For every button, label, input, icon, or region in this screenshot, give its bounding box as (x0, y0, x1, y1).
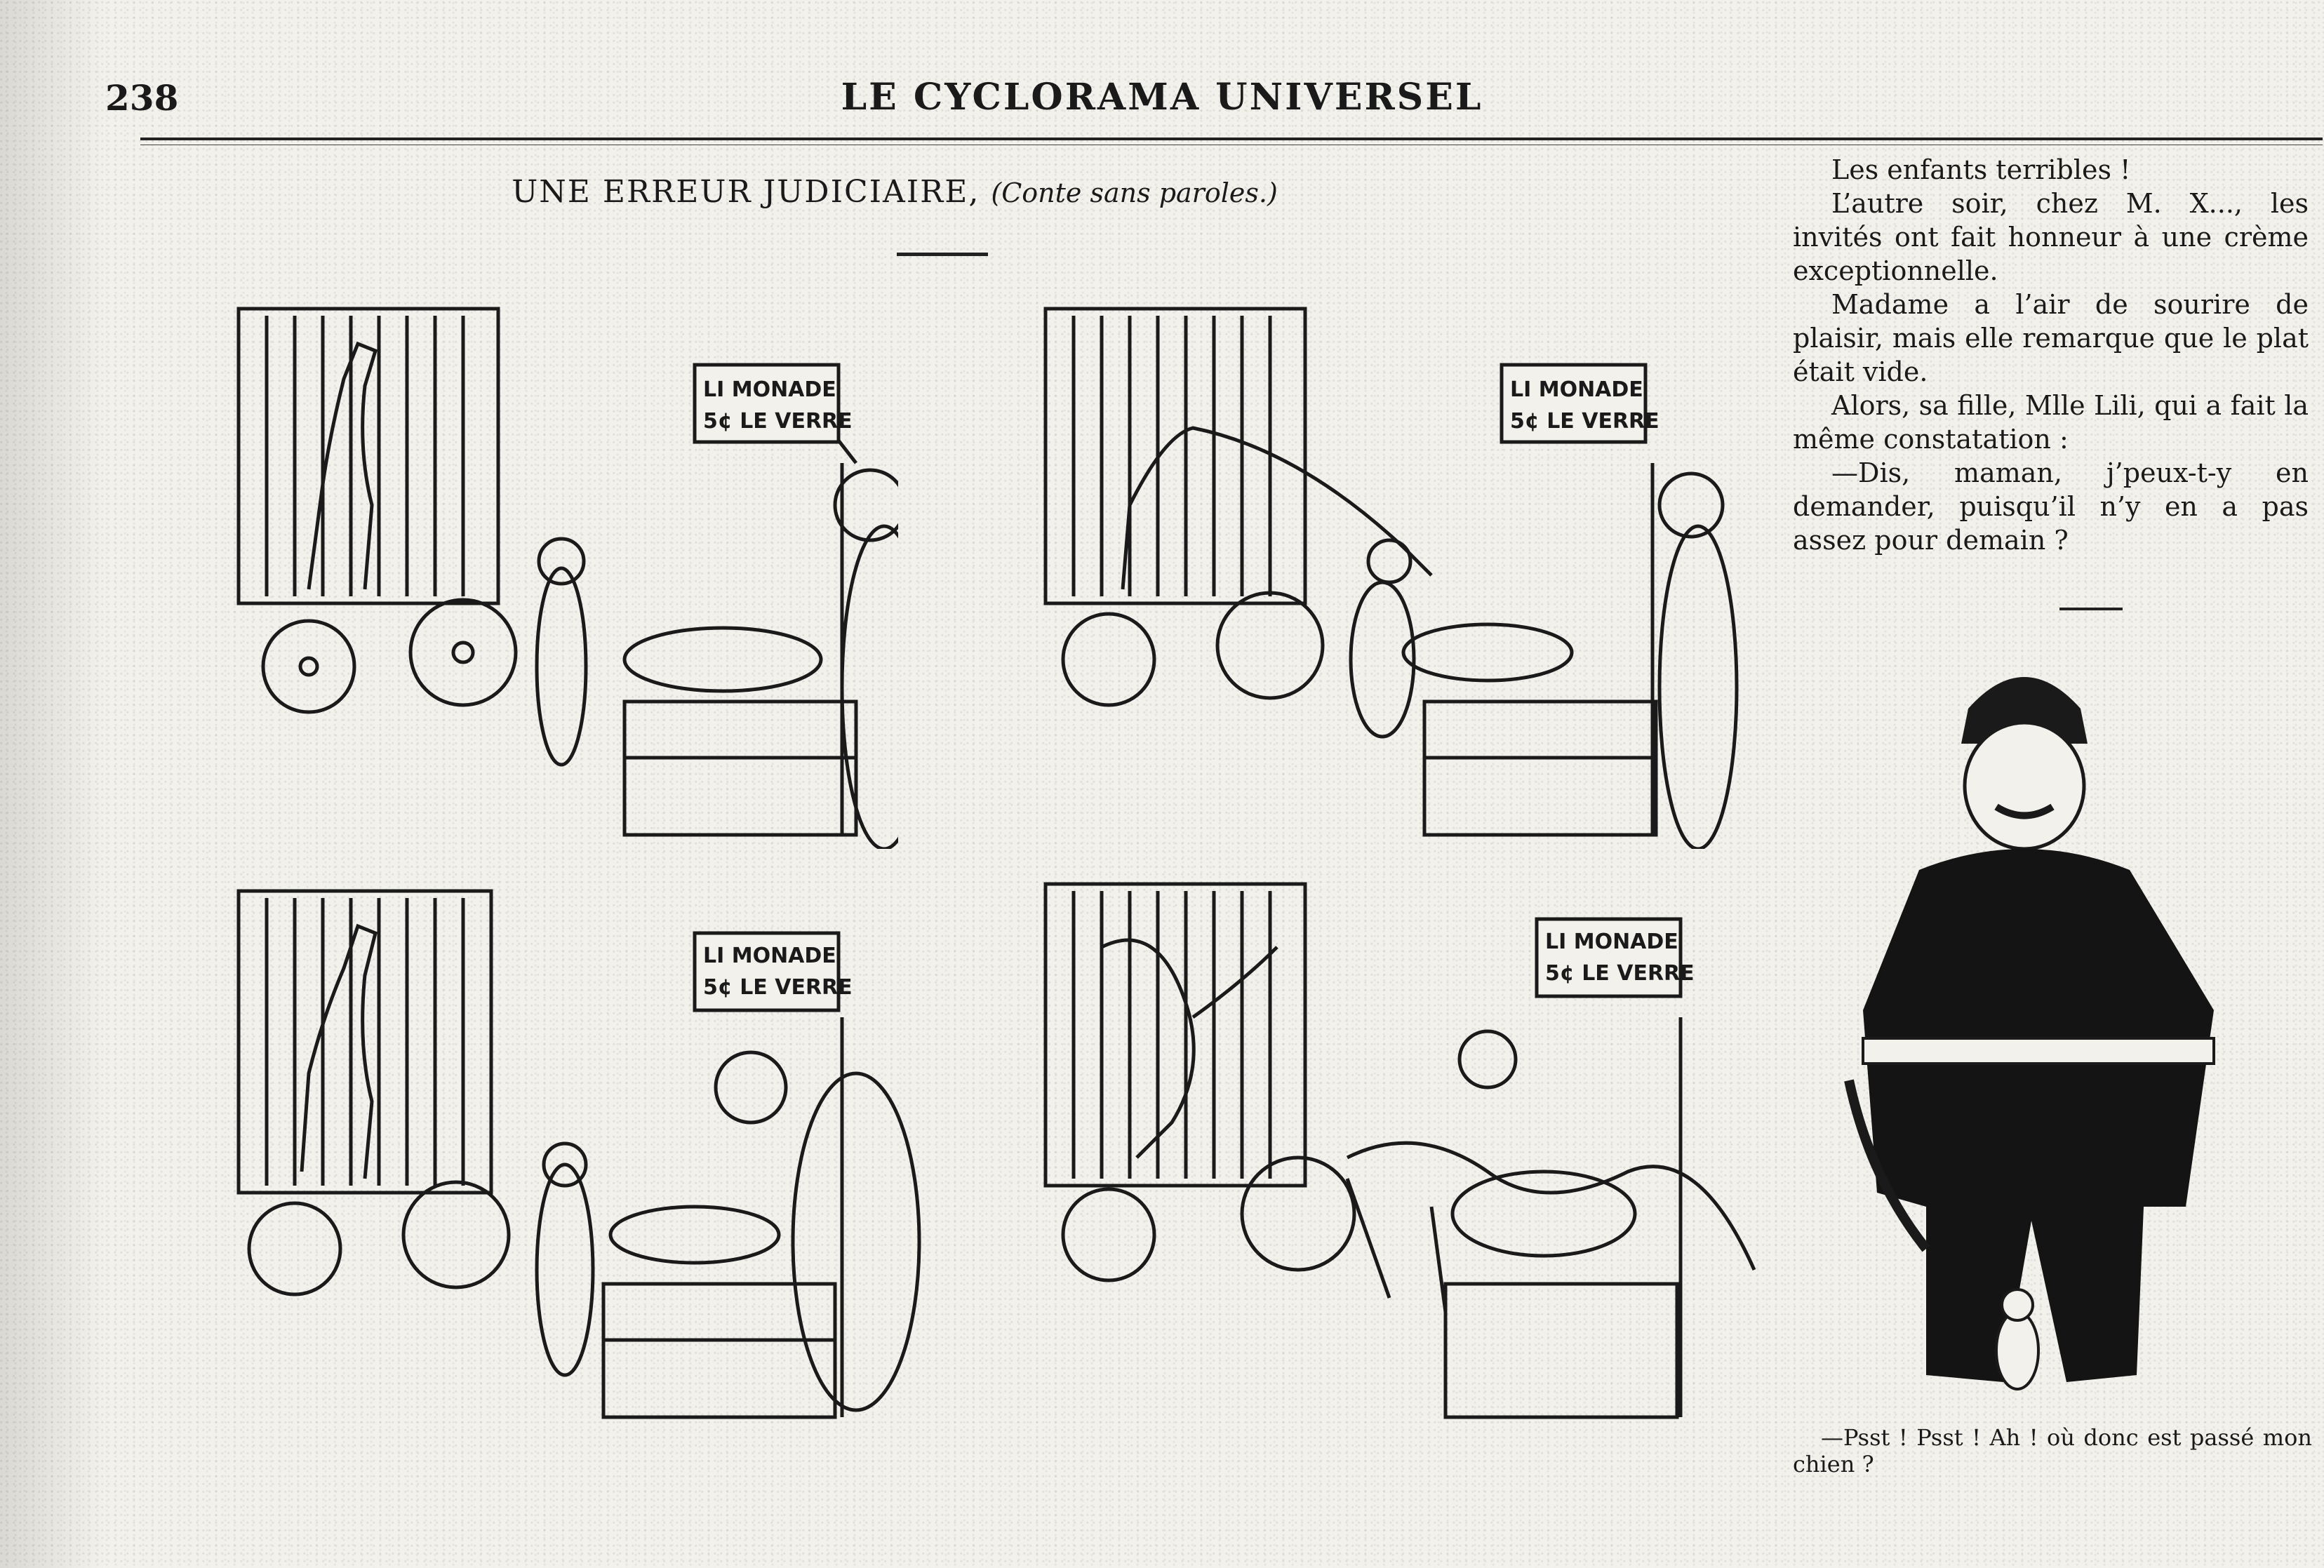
wheel-right (401, 1180, 511, 1289)
comic-panel-4: LI MONADE 5¢ LE VERRE (996, 877, 1782, 1424)
sign-text-1: LI MONADE (1510, 377, 1643, 402)
giraffe (307, 341, 378, 590)
boy (535, 566, 588, 767)
title-divider (897, 253, 988, 256)
panel-2-drawing: LI MONADE 5¢ LE VERRE (1043, 307, 1739, 849)
comic-panel-3: LI MONADE 5¢ LE VERRE (133, 877, 968, 1424)
article-paragraph: Alors, sa fille, Mlle Lili, qui a fait l… (1793, 390, 2309, 455)
comic-panel-1: LI MONADE 5¢ LE VERRE (133, 295, 898, 849)
belt (1862, 1037, 2215, 1065)
face (1963, 721, 2086, 851)
vendor (791, 1071, 921, 1412)
vendor (840, 524, 898, 849)
header-rule (140, 138, 2323, 140)
cartoon-caption: —Psst ! Psst ! Ah ! où donc est passé mo… (1793, 1424, 2312, 1477)
lemonade-stand (1443, 1282, 1679, 1419)
sign-text-1: LI MONADE (703, 377, 836, 402)
wheel-right (408, 598, 518, 707)
baton (1844, 1079, 1930, 1252)
uniform (1863, 849, 2214, 1382)
panel-1-drawing: LI MONADE 5¢ LE VERRE (236, 307, 898, 849)
cage (236, 307, 500, 605)
sign-text-1: LI MONADE (1545, 930, 1678, 954)
boy-legs (1345, 1178, 1448, 1313)
helmet (1961, 677, 2088, 744)
small-dog (1995, 1311, 2040, 1391)
column-divider (2059, 608, 2123, 610)
comic-subtitle: (Conte sans paroles.) (991, 177, 1278, 208)
giraffe (300, 923, 378, 1179)
policeman-cartoon (1821, 645, 2312, 1417)
article-column: Les enfants terribles ! L’autre soir, ch… (1793, 153, 2309, 557)
article-paragraph: —Dis, maman, j’peux-t-y en demander, pui… (1793, 457, 2309, 556)
punch-bowl (622, 626, 823, 693)
article-paragraph: Madame a l’air de sourire de plaisir, ma… (1793, 289, 2309, 387)
panel-4-drawing: LI MONADE 5¢ LE VERRE (1043, 882, 1756, 1419)
page-edge-shadow (0, 0, 105, 1568)
wheel-left (247, 1201, 342, 1296)
article-paragraph: Les enfants terribles ! (1831, 154, 2131, 185)
cage (1043, 882, 1307, 1188)
panel-3-drawing: LI MONADE 5¢ LE VERRE (236, 889, 921, 1419)
punch-bowl (1401, 622, 1574, 683)
wheel-left (261, 619, 356, 714)
page-number: 238 (105, 77, 179, 119)
article-paragraph: L’autre soir, chez M. X..., les invités … (1793, 188, 2309, 286)
fallen-vendor (1346, 1141, 1756, 1271)
wheel-right-tilted (1240, 1155, 1356, 1272)
lemonade-stand (601, 1282, 837, 1419)
lemonade-stand (1422, 699, 1658, 837)
moustache (1994, 803, 2055, 819)
giraffe-leaping (1100, 938, 1278, 1159)
sign-text-2: 5¢ LE VERRE (1510, 409, 1659, 434)
overturned-bowl (1450, 1170, 1637, 1258)
sign-text-2: 5¢ LE VERRE (703, 975, 853, 1000)
comic-panel-2: LI MONADE 5¢ LE VERRE (982, 295, 1754, 849)
policeman-drawing (1844, 677, 2215, 1391)
lemonade-stand (622, 699, 858, 837)
cage (1043, 307, 1307, 605)
sign-text-2: 5¢ LE VERRE (703, 409, 853, 434)
journal-title: LE CYCLORAMA UNIVERSEL (841, 76, 1483, 119)
cage (236, 889, 493, 1195)
wheel-left (1061, 612, 1156, 707)
sign-text-1: LI MONADE (703, 944, 836, 968)
sign-text-2: 5¢ LE VERRE (1545, 961, 1695, 986)
wheel-left (1061, 1187, 1156, 1282)
giraffe-neck (1121, 426, 1433, 590)
punch-bowl (608, 1205, 781, 1265)
comic-title: UNE ERREUR JUDICIAIRE, (Conte sans parol… (175, 174, 1614, 210)
vendor (1657, 524, 1739, 849)
boy (535, 1162, 595, 1377)
wheel-right (1215, 591, 1325, 700)
comic-title-main: UNE ERREUR JUDICIAIRE, (512, 174, 980, 210)
